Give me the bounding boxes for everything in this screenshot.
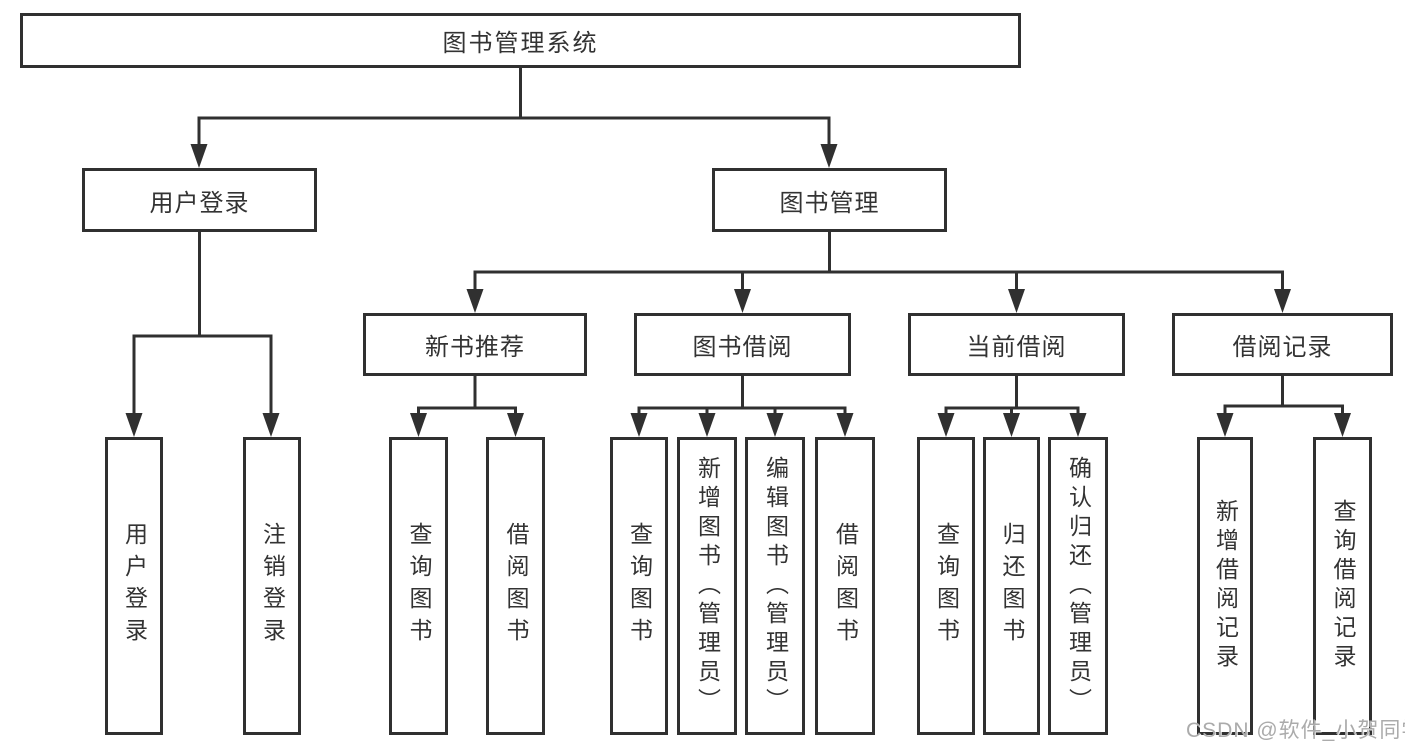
arrowhead-down (630, 413, 648, 437)
node-label: 新增借阅记录 (1212, 499, 1239, 673)
leaf-search-books-recommend: 查询图书 (389, 437, 448, 735)
arrowhead-down (125, 413, 143, 437)
leaf-logout: 注销登录 (243, 437, 301, 735)
node-user-login: 用户登录 (82, 168, 317, 232)
node-label: 新增图书（管理员） (694, 455, 721, 717)
arrowhead-down (262, 413, 280, 437)
arrowhead-down (410, 413, 427, 437)
watermark: CSDN @软件_小贺同学 (1186, 719, 1405, 742)
node-label: 图书管理系统 (442, 30, 599, 57)
node-label: 查询借阅记录 (1330, 499, 1356, 673)
arrowhead-down (190, 144, 208, 168)
arrowhead-down (1069, 413, 1087, 437)
node-label: 查询图书 (626, 522, 653, 650)
node-label: 借阅记录 (1232, 334, 1333, 361)
leaf-borrow-books: 借阅图书 (815, 437, 875, 735)
arrowhead-down (820, 144, 838, 168)
arrowheads (125, 144, 1351, 437)
arrowhead-down (1003, 413, 1020, 437)
leaf-confirm-return-admin: 确认归还（管理员） (1048, 437, 1108, 735)
leaf-add-books-admin: 新增图书（管理员） (677, 437, 737, 735)
arrowhead-down (1334, 413, 1351, 437)
node-label: 编辑图书（管理员） (762, 455, 789, 717)
connector-lines (132, 68, 1344, 417)
node-label: 查询图书 (933, 522, 960, 650)
leaf-add-borrow-record: 新增借阅记录 (1197, 437, 1253, 735)
arrowhead-down (1274, 289, 1291, 313)
node-label: 查询图书 (406, 522, 432, 650)
leaf-search-books-borrowing: 查询图书 (610, 437, 668, 735)
leaf-search-books-current: 查询图书 (917, 437, 975, 735)
node-label: 归还图书 (999, 522, 1025, 650)
arrowhead-down (836, 413, 854, 437)
arrowhead-down (1216, 413, 1234, 437)
node-label: 注销登录 (259, 522, 286, 650)
leaf-borrow-books-recommend: 借阅图书 (486, 437, 545, 735)
node-label: 用户登录 (121, 522, 148, 650)
arrowhead-down (937, 413, 955, 437)
leaf-user-login: 用户登录 (105, 437, 163, 735)
arrowhead-down (698, 413, 716, 437)
node-label: 图书借阅 (692, 334, 793, 361)
node-borrowing-records: 借阅记录 (1172, 313, 1393, 376)
node-current-borrowing: 当前借阅 (908, 313, 1125, 376)
node-book-borrowing: 图书借阅 (634, 313, 851, 376)
node-label: 图书管理 (779, 189, 880, 217)
arrowhead-down (507, 413, 524, 437)
node-label: 借阅图书 (832, 522, 859, 650)
node-label: 借阅图书 (503, 522, 529, 650)
leaf-return-books: 归还图书 (983, 437, 1040, 735)
leaf-search-borrow-record: 查询借阅记录 (1313, 437, 1372, 735)
arrowhead-down (734, 289, 751, 313)
node-library-system: 图书管理系统 (20, 13, 1021, 68)
node-book-management: 图书管理 (712, 168, 947, 232)
arrowhead-down (766, 413, 784, 437)
arrowhead-down (466, 289, 484, 313)
node-label: 新书推荐 (425, 334, 525, 361)
node-label: 用户登录 (149, 189, 250, 217)
node-new-book-recommend: 新书推荐 (363, 313, 587, 376)
leaf-edit-books-admin: 编辑图书（管理员） (745, 437, 805, 735)
node-label: 当前借阅 (966, 334, 1067, 361)
node-label: 确认归还（管理员） (1065, 455, 1092, 717)
arrowhead-down (1008, 289, 1025, 313)
